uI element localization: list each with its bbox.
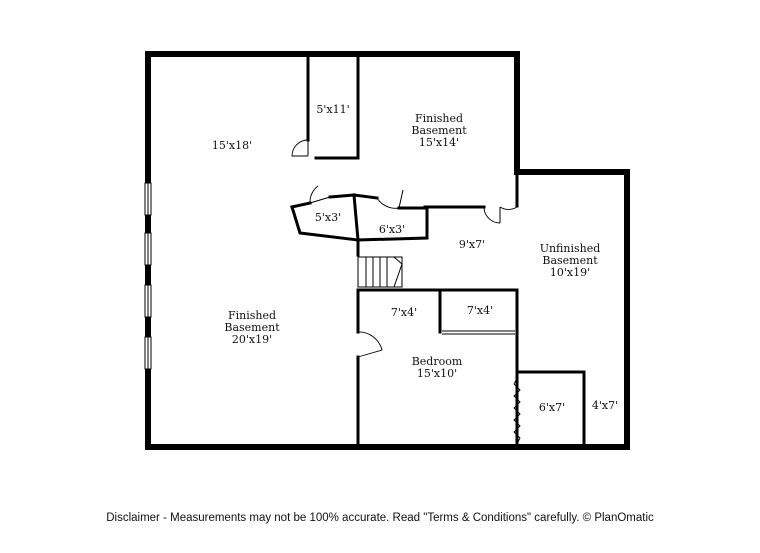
room-finished-top-name1: Finished <box>415 112 463 125</box>
room-closet-a-dims: 7'x4' <box>391 306 417 319</box>
interior-walls <box>290 54 586 449</box>
room-finished-top-name2: Basement <box>411 124 467 137</box>
floor-plan: 15'x18' 5'x11' Finished Basement 15'x14'… <box>144 51 630 450</box>
windows-left-wall <box>144 182 152 370</box>
room-closet-b-dims: 7'x4' <box>467 304 493 317</box>
outer-walls <box>145 51 630 450</box>
stairs <box>357 256 403 288</box>
room-closet-top-dims: 5'x11' <box>316 103 349 116</box>
room-unfinished-dims: 10'x19' <box>550 266 590 279</box>
room-bedroom-name: Bedroom <box>412 355 463 368</box>
doors <box>291 139 521 445</box>
room-finished-main-dims: 20'x19' <box>232 333 272 346</box>
room-labels: 15'x18' 5'x11' Finished Basement 15'x14'… <box>212 103 618 414</box>
disclaimer-text: Disclaimer - Measurements may not be 100… <box>106 512 654 524</box>
room-finished-main-name1: Finished <box>228 309 276 322</box>
room-unfinished-name2: Basement <box>542 254 598 267</box>
room-finished-top-dims: 15'x14' <box>419 136 459 149</box>
room-top-left-dims: 15'x18' <box>212 139 252 152</box>
room-closet-c-dims: 6'x7' <box>539 401 565 414</box>
room-closet-mid-left-dims: 5'x3' <box>315 211 341 224</box>
room-closet-d-dims: 4'x7' <box>592 399 618 412</box>
room-closet-mid-right-dims: 6'x3' <box>379 223 405 236</box>
room-hall-dims: 9'x7' <box>459 238 485 251</box>
room-finished-main-name2: Basement <box>224 321 280 334</box>
room-unfinished-name1: Unfinished <box>540 242 601 255</box>
room-bedroom-dims: 15'x10' <box>417 367 457 380</box>
